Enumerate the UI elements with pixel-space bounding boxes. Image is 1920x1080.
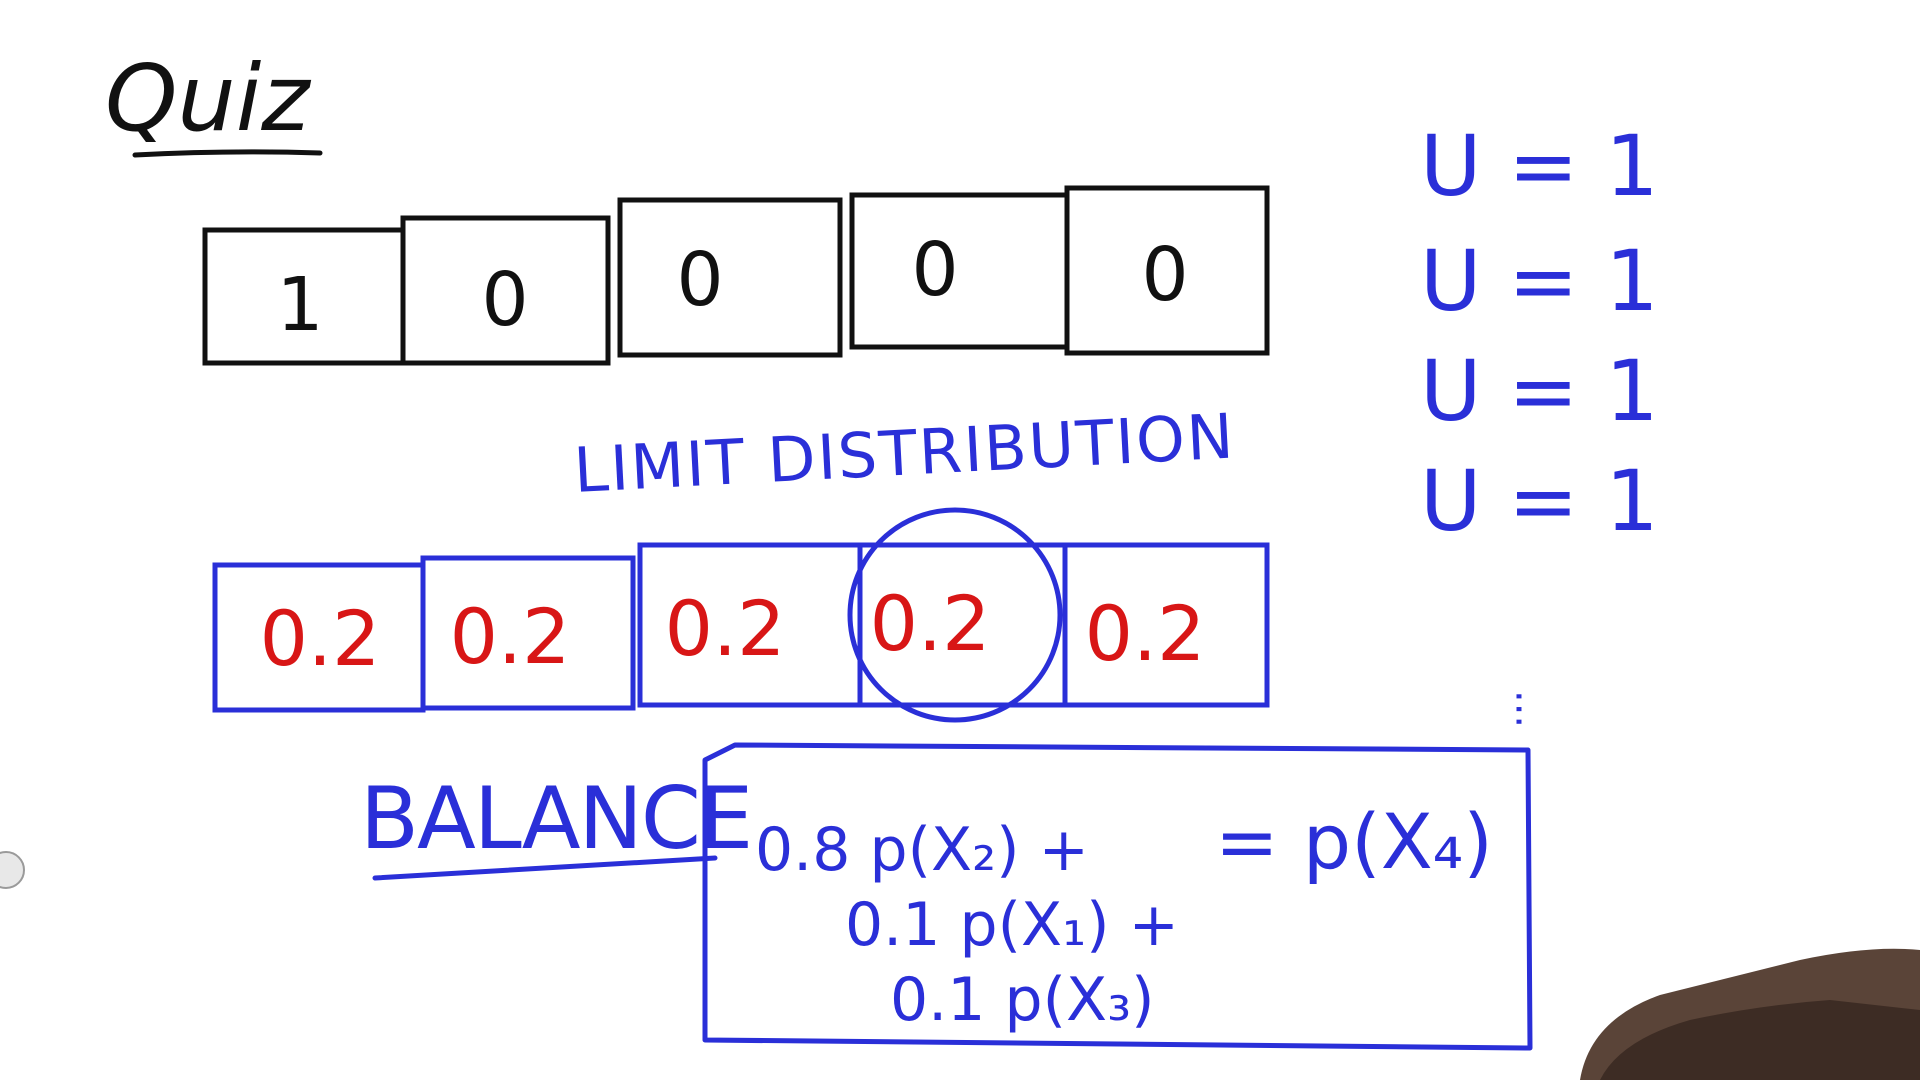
balance-underline	[372, 855, 718, 881]
top-cell-2-value: 0	[481, 257, 528, 343]
top-cell-5-value: 0	[1141, 232, 1188, 318]
equation-rhs: = p(X₄)	[1215, 797, 1493, 886]
limit-cell-1-value: 0.2	[260, 594, 381, 683]
equation-line-3: 0.1 p(X₃)	[890, 965, 1155, 1035]
circled-cell-marker	[847, 507, 1063, 723]
u-value-3: U = 1	[1420, 342, 1659, 440]
limit-cell-3-value: 0.2	[665, 584, 786, 673]
top-cell-3-value: 0	[676, 237, 723, 323]
limit-cell-4-value: 0.2	[870, 579, 991, 668]
top-row: 1 0 0 0 0	[202, 185, 1270, 366]
top-cell-4	[849, 192, 1070, 350]
limit-row: 0.2 0.2 0.2 0.2 0.2	[212, 507, 1270, 723]
limit-cell-5	[1062, 542, 1270, 708]
u-value-4: U = 1	[1420, 452, 1659, 550]
equation-box: 0.8 p(X₂) + 0.1 p(X₁) + 0.1 p(X₃) = p(X₄…	[702, 742, 1533, 1051]
title-underline	[132, 149, 323, 158]
limit-cell-5-value: 0.2	[1085, 589, 1206, 678]
u-values: U = 1 U = 1 U = 1 U = 1 ···	[1420, 117, 1659, 728]
equation-line-1: 0.8 p(X₂) +	[755, 815, 1089, 885]
presenter-hand	[1580, 948, 1920, 1080]
top-cell-4-value: 0	[911, 227, 958, 313]
top-cell-5	[1064, 185, 1270, 356]
scroll-knob[interactable]	[0, 851, 25, 889]
limit-cell-2	[420, 555, 636, 711]
quiz-title: Quiz	[105, 45, 311, 152]
limit-distribution-label: LIMIT DISTRIBUTION	[572, 399, 1237, 507]
equation-box-frame	[702, 742, 1533, 1051]
balance-label: BALANCE	[360, 769, 751, 869]
top-cell-3	[617, 197, 843, 358]
top-cell-2	[400, 215, 611, 366]
equation-line-2: 0.1 p(X₁) +	[845, 890, 1179, 960]
u-value-2: U = 1	[1420, 232, 1659, 330]
u-value-1: U = 1	[1420, 117, 1659, 215]
top-cell-1-value: 1	[276, 262, 323, 348]
continuation-dots: ···	[1495, 690, 1541, 728]
limit-cell-2-value: 0.2	[450, 592, 571, 681]
